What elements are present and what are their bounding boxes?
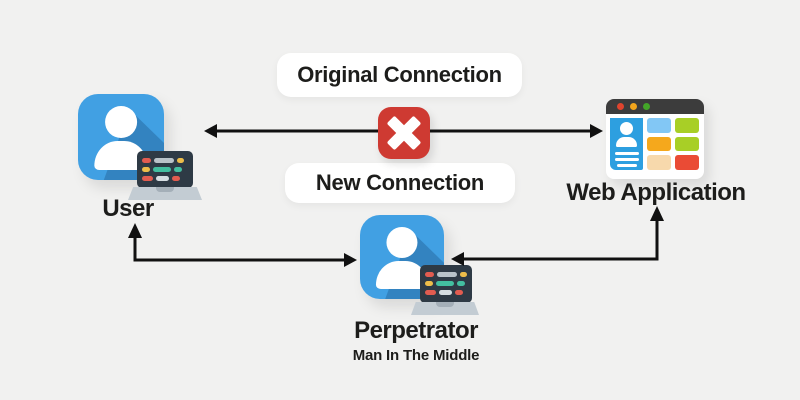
user-perpetrator-arrow bbox=[128, 223, 357, 267]
code-pill bbox=[425, 290, 436, 295]
code-pill bbox=[174, 167, 182, 172]
avatar-head bbox=[105, 106, 137, 138]
code-row bbox=[142, 176, 188, 181]
code-pill bbox=[142, 176, 153, 181]
laptop-notch bbox=[156, 187, 174, 192]
code-row bbox=[425, 290, 467, 295]
browser-body bbox=[606, 114, 704, 175]
code-row bbox=[425, 281, 467, 286]
code-pill bbox=[437, 272, 457, 277]
content-tile bbox=[647, 118, 671, 133]
browser-sidebar bbox=[610, 118, 643, 170]
code-row bbox=[142, 158, 188, 163]
code-pill bbox=[177, 158, 184, 163]
user-laptop-code-icon bbox=[137, 151, 193, 188]
traffic-light-dot bbox=[643, 103, 650, 110]
content-tile bbox=[675, 155, 699, 170]
user-laptop-base bbox=[128, 187, 202, 200]
original-connection-label: Original Connection bbox=[277, 53, 522, 97]
sidebar-line bbox=[614, 152, 639, 155]
code-pill bbox=[154, 158, 174, 163]
code-pill bbox=[436, 281, 454, 286]
code-pill bbox=[172, 176, 180, 181]
code-pill bbox=[142, 158, 151, 163]
perpetrator-webapp-arrow bbox=[451, 206, 664, 266]
sidebar-avatar-head bbox=[620, 122, 633, 135]
content-tile bbox=[675, 118, 699, 133]
perpetrator-avatar-icon bbox=[360, 215, 444, 299]
sidebar-line bbox=[614, 158, 639, 161]
new-connection-label: New Connection bbox=[285, 163, 515, 203]
code-pill bbox=[425, 272, 434, 277]
perpetrator-label: Perpetrator bbox=[354, 317, 478, 344]
laptop-notch bbox=[436, 302, 454, 307]
code-pill bbox=[142, 167, 150, 172]
code-pill bbox=[457, 281, 465, 286]
blocked-cross-icon bbox=[378, 107, 430, 159]
web-application-browser-icon bbox=[606, 99, 704, 179]
browser-title-bar bbox=[606, 99, 704, 114]
perpetrator-laptop-base bbox=[411, 302, 479, 315]
code-pill bbox=[156, 176, 169, 181]
code-pill bbox=[425, 281, 433, 286]
content-tile bbox=[647, 155, 671, 170]
avatar-head bbox=[386, 226, 418, 258]
code-pill bbox=[439, 290, 452, 295]
content-tile bbox=[647, 136, 671, 152]
browser-content-tiles bbox=[647, 118, 699, 170]
content-tile bbox=[675, 136, 699, 152]
user-avatar-icon bbox=[78, 94, 164, 180]
perpetrator-subtitle: Man In The Middle bbox=[352, 347, 480, 364]
code-row bbox=[425, 272, 467, 277]
code-pill bbox=[153, 167, 171, 172]
sidebar-text-lines bbox=[614, 152, 639, 167]
code-pill bbox=[460, 272, 467, 277]
code-pill bbox=[455, 290, 463, 295]
traffic-light-dot bbox=[630, 103, 637, 110]
sidebar-avatar-body bbox=[616, 137, 637, 147]
sidebar-line bbox=[616, 164, 637, 167]
avatar-body bbox=[375, 261, 429, 289]
perpetrator-laptop-code-icon bbox=[420, 265, 472, 303]
code-row bbox=[142, 167, 188, 172]
web-application-label: Web Application bbox=[566, 179, 746, 206]
user-label: User bbox=[102, 195, 154, 222]
traffic-light-dot bbox=[617, 103, 624, 110]
